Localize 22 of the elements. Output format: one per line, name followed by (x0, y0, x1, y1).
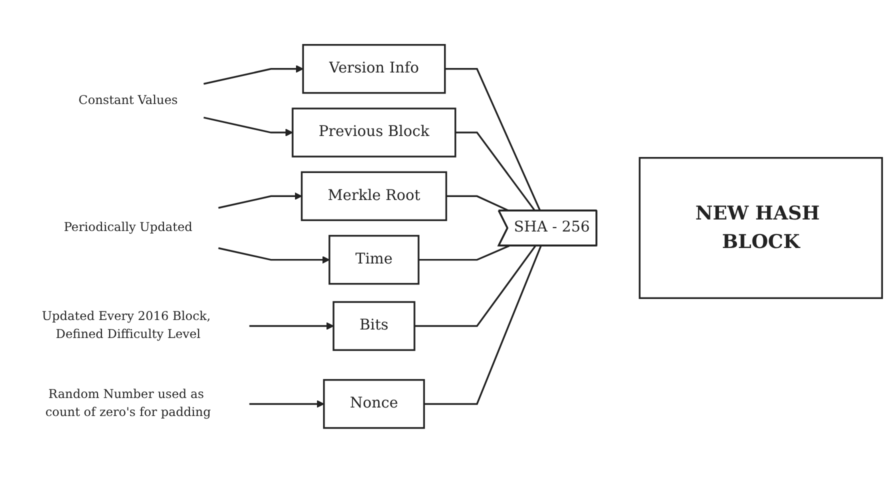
node-box: NEW HASH BLOCK (638, 157, 883, 299)
node-box: Previous Block (292, 108, 456, 158)
connector (455, 132, 536, 212)
arrow (204, 65, 304, 85)
node-text: Periodically Updated (64, 220, 192, 234)
node-text: Random Number used as count of zero's for padding (45, 388, 211, 420)
node-box: Nonce (323, 379, 425, 429)
node-text: Constant Values (78, 93, 178, 108)
connector (424, 246, 542, 405)
node-box: Time (328, 234, 420, 285)
connector (414, 245, 536, 327)
arrow (218, 247, 330, 264)
node-text: Updated Every 2016 Block, Defined Difficulty Level (42, 310, 211, 342)
arrow (204, 116, 293, 136)
connector (418, 245, 510, 261)
node-box: Version Info (302, 44, 446, 94)
arrow (249, 400, 324, 408)
arrow (218, 192, 302, 209)
node-box: Merkle Root (300, 171, 448, 222)
arrow (249, 322, 334, 330)
node-box: Bits (332, 301, 416, 351)
connector (444, 68, 541, 212)
